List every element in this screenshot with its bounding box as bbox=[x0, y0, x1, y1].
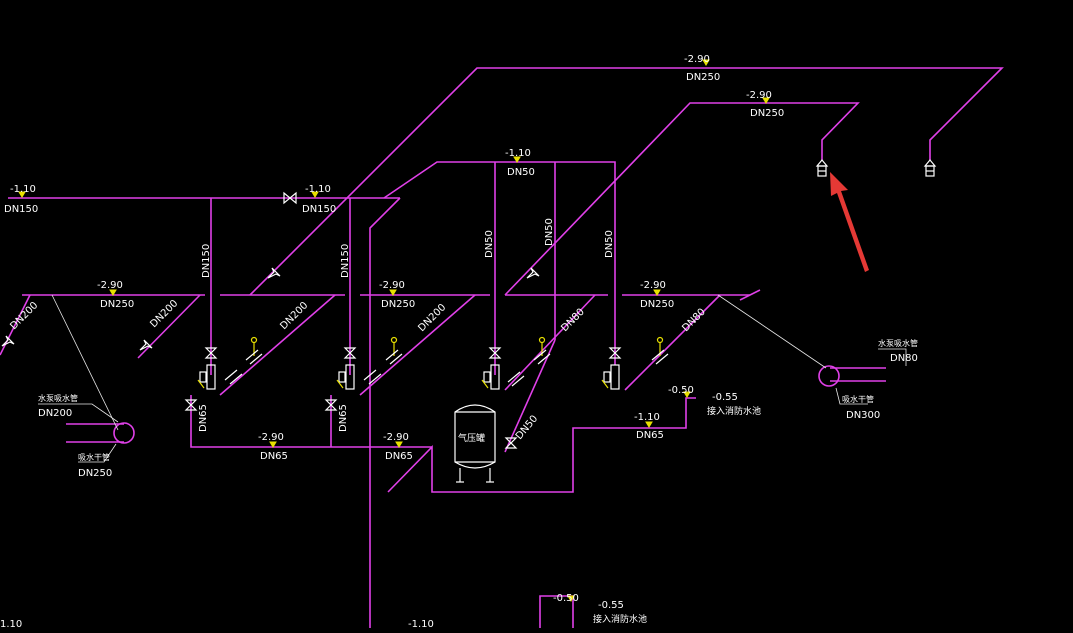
gate-valve-icon bbox=[184, 399, 198, 411]
pipe-size-label: DN65 bbox=[260, 451, 288, 462]
elevation-label: -1.10 bbox=[505, 148, 531, 159]
pump-assembly-1 bbox=[197, 336, 263, 390]
gate-valve-icon bbox=[324, 399, 338, 411]
pipe-size-label: DN300 bbox=[846, 410, 880, 421]
elevation-label: -2.90 bbox=[383, 432, 409, 443]
elevation-label: -2.90 bbox=[97, 280, 123, 291]
pipe-size-label: DN250 bbox=[750, 108, 784, 119]
elevation-label: -1.10 bbox=[10, 184, 36, 195]
top-main-pipe bbox=[249, 67, 1004, 296]
pipe-size-label: DN65 bbox=[198, 404, 209, 432]
diag-pipe-4 bbox=[359, 294, 476, 396]
pipe-size-label: DN250 bbox=[100, 299, 134, 310]
right-sleeve-ring bbox=[818, 365, 840, 387]
pipe-size-label: DN80 bbox=[559, 307, 587, 335]
note-label: 吸水干管 bbox=[842, 394, 874, 404]
step-pipe bbox=[387, 397, 696, 493]
note-label: 接入消防水池 bbox=[593, 613, 647, 625]
pipe-size-label: DN150 bbox=[201, 244, 212, 278]
pipe-size-label: DN50 bbox=[544, 218, 555, 246]
elevation-label: -1.10 bbox=[634, 412, 660, 423]
labels: -2.90 DN250 -2.90 DN250 -1.10 DN150 -1.1… bbox=[0, 54, 918, 630]
pipe-size-label: DN50 bbox=[484, 230, 495, 258]
check-valve-icon bbox=[526, 267, 540, 279]
gate-valve-icon bbox=[504, 437, 518, 449]
elevation-label: -1.10 bbox=[408, 619, 434, 628]
elevation-label: -2.90 bbox=[746, 90, 772, 101]
bottom-pool-pipe bbox=[539, 595, 574, 628]
diag-pipe-8 bbox=[739, 289, 761, 301]
note-label: 接入消防水池 bbox=[707, 405, 761, 417]
elevation-label: -2.90 bbox=[379, 280, 405, 291]
pipe-size-label: DN250 bbox=[381, 299, 415, 310]
tank-label: 气压罐 bbox=[458, 432, 485, 444]
pipe-size-label: DN65 bbox=[338, 404, 349, 432]
check-valve-icon bbox=[139, 339, 153, 351]
pipe-size-label: DN80 bbox=[890, 353, 918, 364]
suction-inlet-icon bbox=[815, 159, 829, 177]
diag-pipe-5 bbox=[504, 294, 596, 391]
gate-valve-icon bbox=[283, 191, 297, 205]
elevation-label: -1.10 bbox=[305, 184, 331, 195]
discharge-pipe-left bbox=[190, 395, 432, 448]
pipe-size-label: DN50 bbox=[507, 167, 535, 178]
pipe-size-label: DN250 bbox=[78, 468, 112, 479]
note-label: -0.55 bbox=[712, 392, 738, 403]
pipe-size-label: DN50 bbox=[604, 230, 615, 258]
elevation-label: -2.90 bbox=[684, 54, 710, 65]
elevation-label: -2.90 bbox=[258, 432, 284, 443]
note-label: 吸水干管 bbox=[78, 452, 110, 462]
annotation-arrow-icon bbox=[830, 172, 869, 272]
pressure-tank bbox=[454, 404, 496, 483]
pipe-size-label: DN250 bbox=[686, 72, 720, 83]
pump-assembly-2 bbox=[336, 336, 403, 390]
pipe-size-label: DN150 bbox=[4, 204, 38, 215]
long-vertical-pipe bbox=[369, 197, 401, 628]
note-label: 水泵吸水管 bbox=[878, 338, 918, 348]
diag-pipe-2 bbox=[137, 294, 201, 359]
pipe-size-label: DN200 bbox=[416, 302, 448, 334]
pipe-size-label: DN80 bbox=[680, 307, 708, 335]
check-valve-icon bbox=[267, 267, 281, 279]
elevation-label: 1.10 bbox=[0, 619, 22, 628]
pipe-size-label: DN200 bbox=[148, 298, 180, 330]
pipe-size-label: DN65 bbox=[636, 430, 664, 441]
elevation-label: -0.50 bbox=[668, 385, 694, 396]
pipe-network bbox=[0, 67, 1004, 628]
leader-lines bbox=[38, 294, 907, 463]
left-sleeve-ring bbox=[113, 422, 135, 444]
check-valve-icon bbox=[1, 335, 15, 347]
diag-pipe-6 bbox=[624, 294, 721, 391]
elevation-label: -0.50 bbox=[553, 593, 579, 604]
suction-inlet-icon bbox=[923, 159, 937, 177]
pump-assembly-4 bbox=[601, 336, 669, 390]
elevation-label: -2.90 bbox=[640, 280, 666, 291]
elevation-markers bbox=[18, 59, 770, 602]
pump-assembly-3 bbox=[481, 336, 551, 390]
diag-pipe-7 bbox=[504, 339, 556, 453]
pipe-size-label: DN50 bbox=[514, 413, 540, 441]
second-main-pipe bbox=[504, 102, 860, 296]
note-label: -0.55 bbox=[598, 600, 624, 611]
pipe-size-label: DN200 bbox=[278, 300, 310, 332]
diag-pipe-3 bbox=[219, 294, 336, 396]
note-label: 水泵吸水管 bbox=[38, 393, 78, 403]
pipe-size-label: DN65 bbox=[385, 451, 413, 462]
pipe-size-label: DN150 bbox=[340, 244, 351, 278]
pipe-size-label: DN250 bbox=[640, 299, 674, 310]
upper-header-pipe bbox=[383, 161, 616, 365]
pipe-size-label: DN200 bbox=[38, 408, 72, 419]
valve-symbols bbox=[1, 191, 669, 449]
pipe-size-label: DN150 bbox=[302, 204, 336, 215]
